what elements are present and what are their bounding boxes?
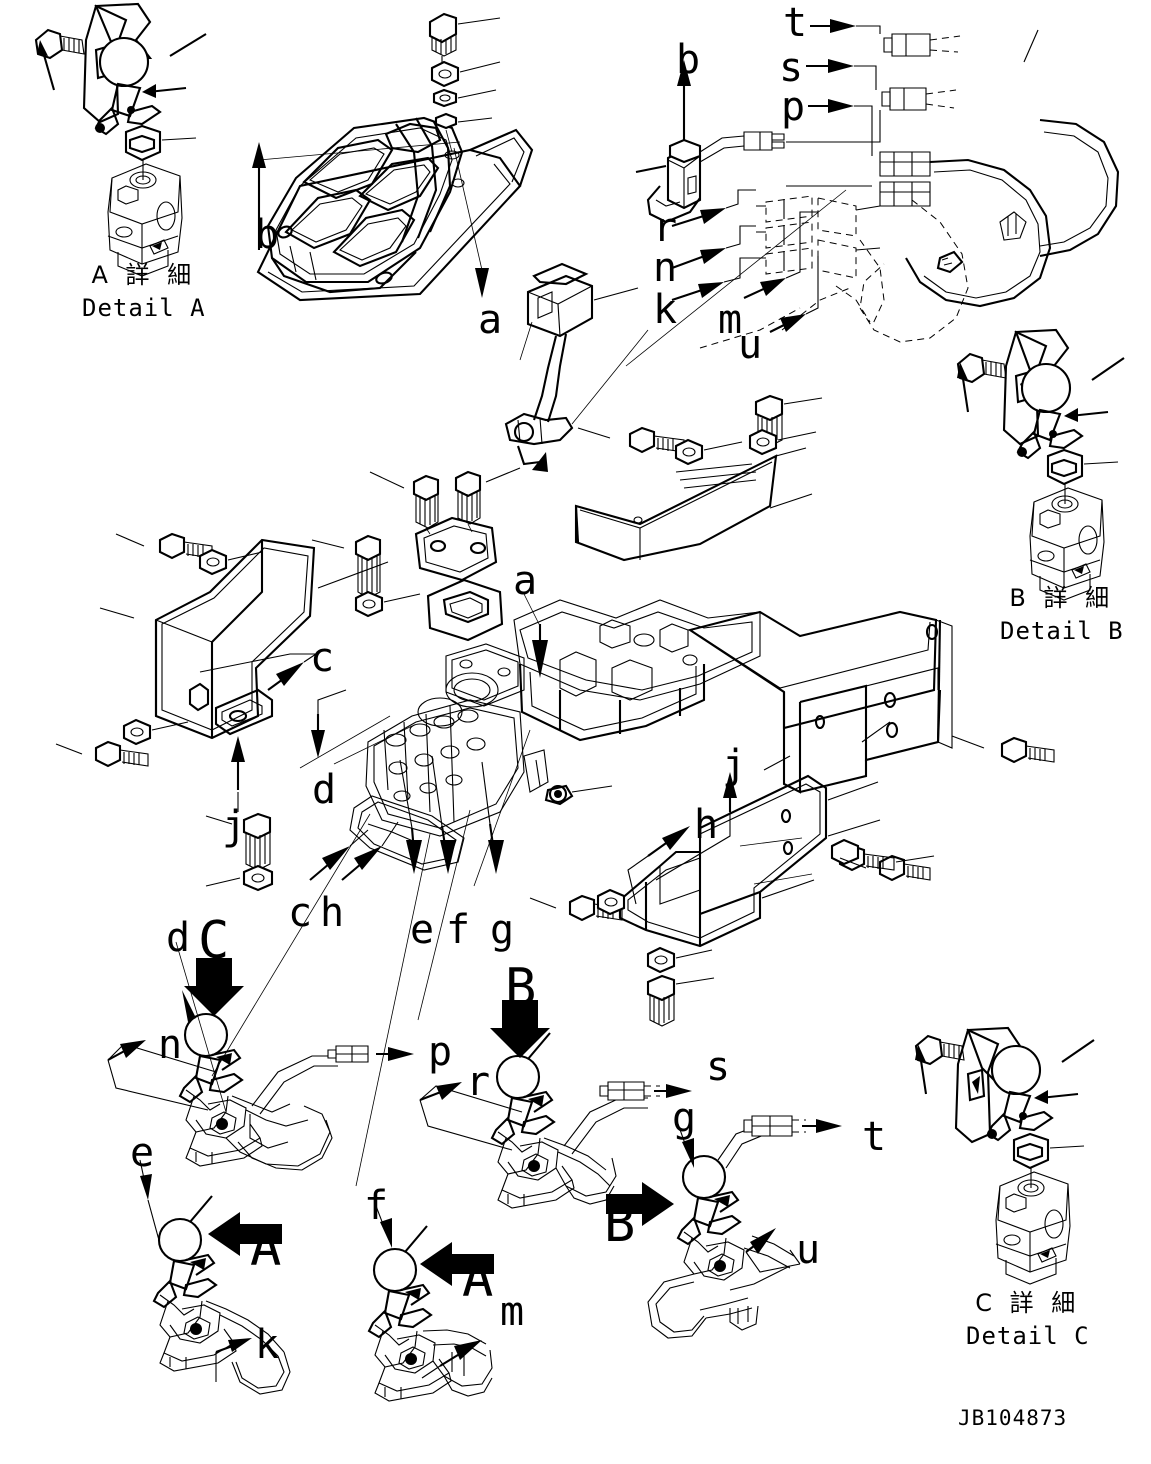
detail-a-assembly	[34, 2, 207, 277]
switch-lever-e-k	[152, 1195, 291, 1395]
detail-label-jp: B 詳 細	[1009, 584, 1115, 612]
middle-callout-leaders	[211, 715, 531, 1187]
right-guard-cover	[529, 721, 931, 1027]
switch-lever-r-s	[419, 1000, 692, 1209]
callout-d: d	[312, 767, 337, 813]
wiring-harness-assembly	[625, 19, 1120, 367]
callout-g: g	[490, 907, 515, 953]
callout-h: h	[694, 802, 719, 848]
callout-u: u	[738, 322, 763, 368]
pedal-cover-assembly	[252, 12, 649, 472]
callout-d: d	[166, 915, 191, 961]
callout-b: b	[676, 37, 701, 83]
switch-lever-g-t-u	[606, 1115, 842, 1339]
switch-lever-f-m	[367, 1205, 494, 1402]
callout-t: t	[862, 1114, 887, 1160]
callout-k: k	[255, 1322, 280, 1368]
callout-h: h	[320, 890, 345, 936]
callout-e: e	[410, 907, 435, 953]
callout-n: n	[158, 1022, 183, 1068]
callout-B: B	[604, 1194, 636, 1254]
callout-r: r	[466, 1059, 491, 1105]
callout-r: r	[653, 205, 678, 251]
switch-lever-n-p	[107, 941, 414, 1245]
callout-m: m	[500, 1289, 525, 1335]
callout-f: f	[446, 907, 471, 953]
detail-label-B: B 詳 細 Detail B	[1000, 578, 1124, 645]
callout-k: k	[653, 287, 678, 333]
callout-s: s	[779, 45, 804, 91]
callout-B: B	[505, 958, 537, 1018]
callout-f: f	[364, 1183, 389, 1229]
callout-p: p	[781, 84, 806, 130]
detail-label-jp: C 詳 細	[975, 1289, 1081, 1317]
detail-label-C: C 詳 細 Detail C	[966, 1283, 1090, 1350]
callout-A: A	[250, 1218, 282, 1278]
detail-label-en: Detail C	[966, 1322, 1090, 1350]
callout-g: g	[672, 1095, 697, 1141]
callout-t: t	[783, 0, 808, 46]
detail-label-en: Detail B	[1000, 617, 1124, 645]
drawing-number: JB104873	[958, 1406, 1068, 1430]
callout-j: j	[222, 803, 247, 849]
callout-u: u	[796, 1227, 821, 1273]
callout-p: p	[428, 1029, 453, 1075]
detail-b-assembly	[956, 328, 1125, 601]
detail-label-en: Detail A	[82, 294, 206, 322]
detail-c-assembly	[914, 1026, 1095, 1285]
callout-s: s	[706, 1044, 731, 1090]
callout-b: b	[255, 212, 280, 258]
callout-m: m	[718, 297, 743, 343]
callout-a: a	[478, 297, 503, 343]
callout-a: a	[513, 558, 538, 604]
left-guard-cover	[55, 532, 421, 892]
ppc-valve-frame-assembly	[349, 394, 1055, 872]
callout-c: c	[310, 635, 335, 681]
callout-A: A	[462, 1249, 494, 1309]
callout-c: c	[288, 890, 313, 936]
callout-e: e	[130, 1130, 155, 1176]
callout-C: C	[198, 911, 230, 971]
detail-label-jp: A 詳 細	[91, 261, 197, 289]
detail-label-A: A 詳 細 Detail A	[82, 255, 206, 322]
callout-n: n	[653, 245, 678, 291]
callout-j: j	[722, 742, 747, 788]
